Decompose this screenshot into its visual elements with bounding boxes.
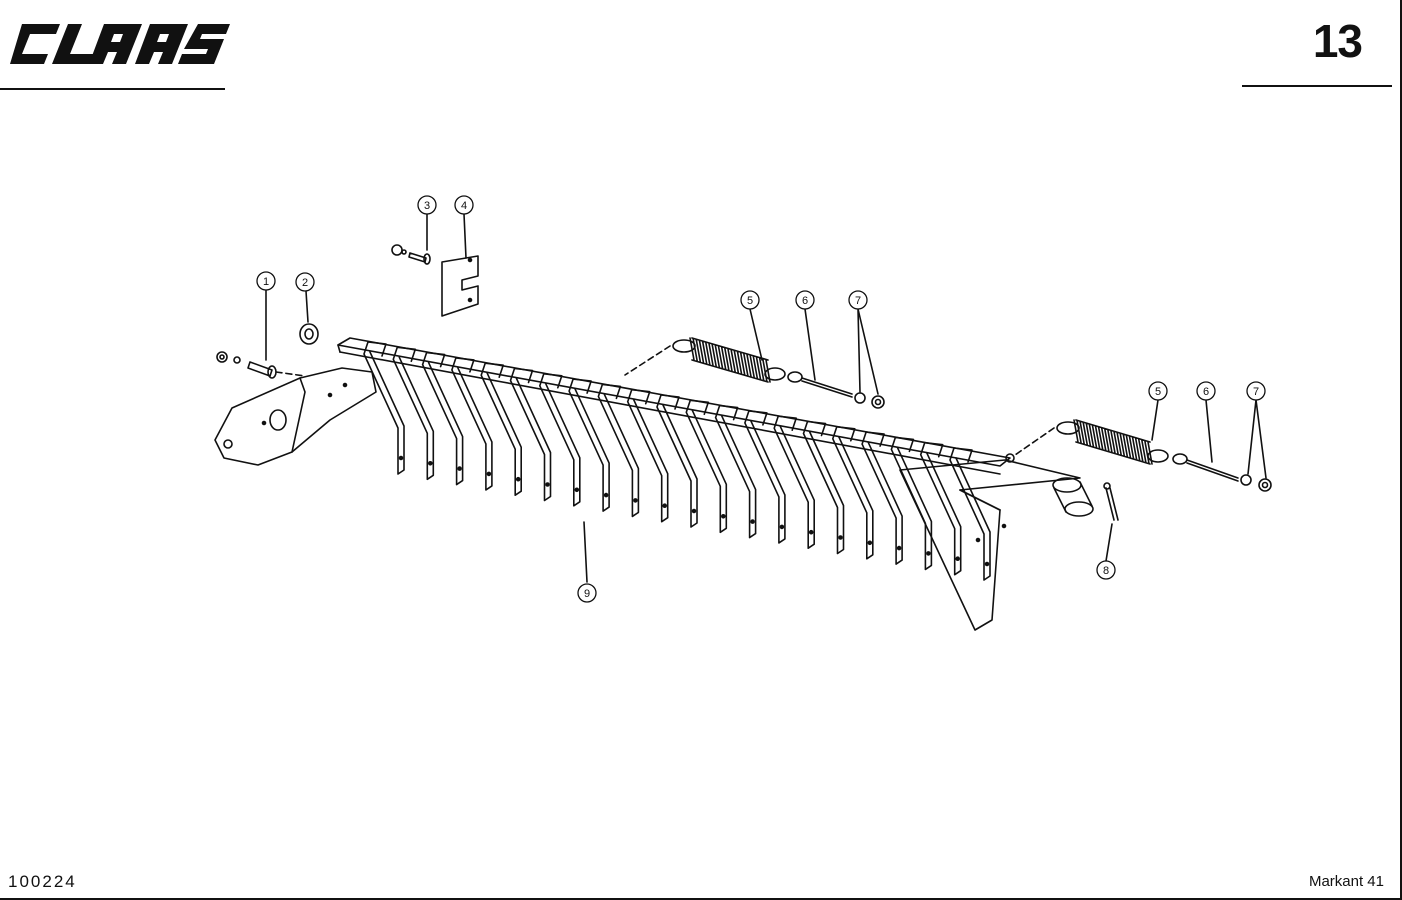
svg-text:8: 8 — [1103, 565, 1109, 577]
tine-hole — [398, 455, 404, 461]
tine — [714, 404, 757, 539]
callout-6-lower: 6 — [1196, 381, 1216, 401]
tine-hole — [750, 519, 755, 524]
tine-hole — [633, 498, 638, 503]
svg-text:5: 5 — [747, 295, 753, 307]
tine-hole — [691, 508, 697, 514]
tine — [392, 346, 435, 481]
eyebolt-upper — [787, 371, 853, 398]
main-beam — [337, 337, 1011, 467]
callout-3: 3 — [417, 195, 437, 215]
callout-4: 4 — [454, 195, 474, 215]
page-number: 13 — [1312, 15, 1363, 67]
eyebolt-lower — [1172, 453, 1239, 482]
callout-7-lower: 7 — [1246, 381, 1266, 401]
part-4-plate — [441, 255, 479, 317]
svg-text:1: 1 — [263, 276, 269, 288]
tine — [451, 357, 493, 491]
svg-text:3: 3 — [424, 200, 430, 212]
tine — [509, 367, 552, 502]
spring-lower — [1056, 419, 1169, 465]
svg-text:7: 7 — [1253, 386, 1259, 398]
tine — [890, 436, 933, 571]
tine-hole — [574, 487, 580, 493]
tine-hole — [779, 524, 785, 530]
tine — [597, 383, 640, 518]
tine — [919, 441, 962, 576]
svg-text:2: 2 — [302, 277, 308, 289]
tine-hole — [808, 529, 814, 535]
tine — [744, 410, 786, 544]
tine-hole — [662, 503, 668, 509]
tine — [480, 362, 522, 496]
tines — [363, 341, 991, 581]
header-rule-right — [1242, 85, 1392, 87]
tine-hole — [838, 535, 843, 540]
split-pin — [1105, 487, 1119, 521]
part-3-bolt — [408, 252, 431, 265]
callout-8: 8 — [1096, 560, 1116, 580]
tine-hole — [955, 556, 961, 562]
tine-hole — [926, 551, 931, 556]
svg-text:6: 6 — [802, 295, 808, 307]
tine-hole — [603, 492, 609, 498]
tine-hole — [457, 466, 462, 471]
tine — [861, 431, 903, 565]
model-name: Markant 41 — [1308, 873, 1384, 890]
tine-hole — [984, 561, 990, 567]
callout-5-lower: 5 — [1148, 381, 1168, 401]
left-bracket — [214, 367, 377, 466]
tine — [656, 394, 698, 528]
callout-9: 9 — [577, 583, 597, 603]
svg-text:4: 4 — [461, 200, 467, 212]
svg-text:5: 5 — [1155, 386, 1161, 398]
drawing-number: 100224 — [8, 872, 77, 891]
callout-7-upper: 7 — [848, 290, 868, 310]
bracket-hole — [269, 409, 287, 431]
claas-logo — [10, 24, 230, 64]
tine — [626, 388, 669, 523]
tine — [539, 373, 581, 507]
tine — [949, 447, 991, 581]
callout-5-upper: 5 — [740, 290, 760, 310]
tine — [568, 378, 610, 512]
tine — [685, 399, 728, 534]
tine-hole — [515, 476, 521, 482]
tine-hole — [896, 545, 902, 551]
svg-text:9: 9 — [584, 588, 590, 600]
tine — [832, 426, 874, 560]
tine — [773, 415, 815, 549]
svg-text:7: 7 — [855, 295, 861, 307]
tine-hole — [867, 540, 873, 546]
callout-1: 1 — [256, 271, 276, 291]
header-rule-left — [0, 88, 225, 90]
spring-upper — [672, 337, 786, 383]
tine-hole — [427, 460, 433, 466]
tine-hole — [545, 482, 550, 487]
bushing — [1053, 481, 1093, 513]
callout-2: 2 — [295, 272, 315, 292]
part-1-bolt — [247, 361, 277, 379]
svg-text:6: 6 — [1203, 386, 1209, 398]
tine — [802, 420, 845, 555]
tine — [421, 351, 464, 486]
callout-6-upper: 6 — [795, 290, 815, 310]
tine-hole — [486, 471, 492, 477]
tine — [363, 341, 405, 475]
tine-hole — [720, 513, 726, 519]
part-2-ring — [299, 323, 319, 345]
